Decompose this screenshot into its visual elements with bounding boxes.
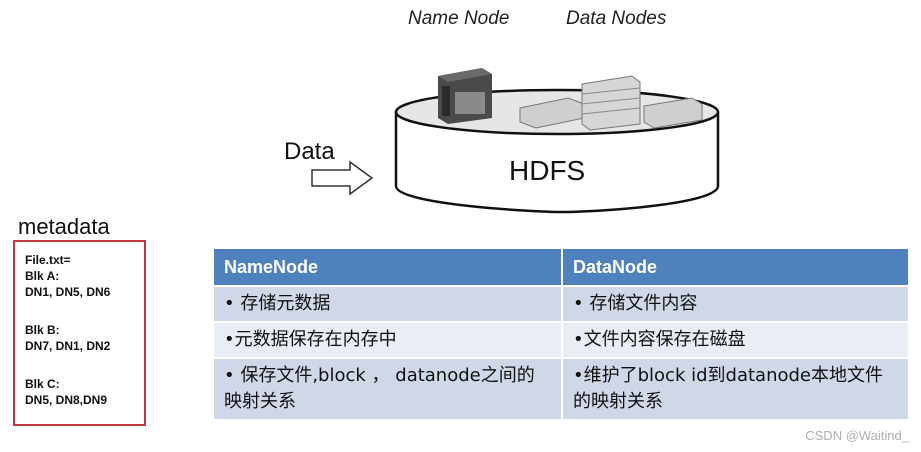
metadata-line: DN1, DN5, DN6 [25, 285, 111, 299]
arrow-right-icon [311, 160, 374, 196]
metadata-title: metadata [18, 214, 110, 239]
metadata-line: DN7, DN1, DN2 [25, 339, 111, 353]
metadata-line: File.txt= [25, 253, 71, 267]
name-node-label: Name Node [408, 8, 510, 29]
metadata-line: DN5, DN8,DN9 [25, 393, 108, 407]
data-nodes-label: Data Nodes [566, 8, 667, 29]
metadata-line: Blk C: [25, 377, 60, 391]
metadata-box: File.txt= Blk A: DN1, DN5, DN6 Blk B: DN… [13, 240, 146, 426]
table-cell: •元数据保存在内存中 [214, 321, 562, 358]
data-label: Data [284, 138, 335, 165]
header-datanode: DataNode [561, 249, 908, 286]
table-row: • 保存文件,block ， datanode之间的映射关系 •维护了block… [214, 357, 908, 419]
table-cell: • 存储文件内容 [561, 285, 908, 322]
header-namenode: NameNode [214, 249, 562, 286]
server-tower-icon [438, 68, 492, 124]
metadata-line: Blk B: [25, 323, 60, 337]
table-cell: • 存储元数据 [214, 285, 562, 322]
comparison-table: NameNode DataNode • 存储元数据 • 存储文件内容 •元数据保… [214, 249, 908, 419]
server-rack-icon [519, 75, 703, 131]
table-cell: •文件内容保存在磁盘 [561, 321, 908, 358]
table-row: • 存储元数据 • 存储文件内容 [214, 285, 908, 322]
table-header-row: NameNode DataNode [214, 249, 908, 286]
watermark: CSDN @Waitind_ [805, 428, 909, 443]
metadata-line: Blk A: [25, 269, 60, 283]
table-row: •元数据保存在内存中 •文件内容保存在磁盘 [214, 321, 908, 358]
table-cell: •维护了block id到datanode本地文件的映射关系 [561, 357, 908, 419]
table-cell: • 保存文件,block ， datanode之间的映射关系 [214, 357, 562, 419]
hdfs-label: HDFS [509, 155, 586, 186]
